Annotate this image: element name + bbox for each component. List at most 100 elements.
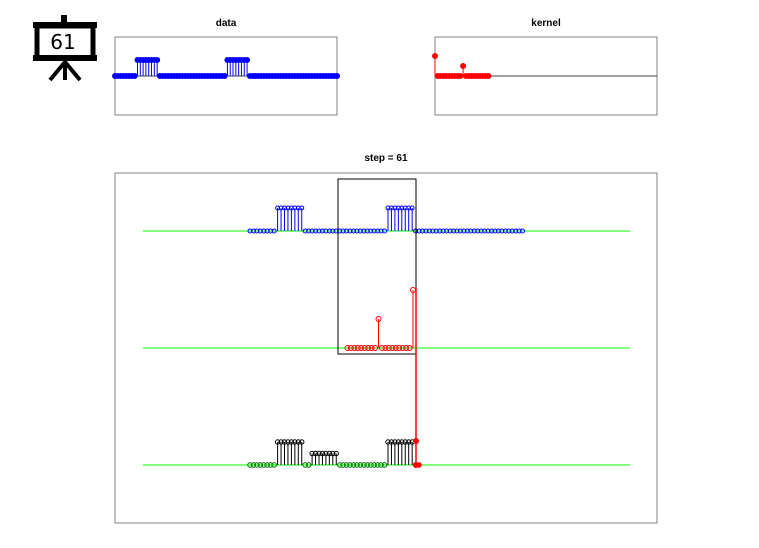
signal-point-marker bbox=[495, 228, 501, 234]
signal-point-marker bbox=[440, 228, 446, 234]
signal-point-marker bbox=[299, 205, 305, 211]
output-point-marker bbox=[278, 439, 284, 445]
signal-point-marker bbox=[313, 228, 319, 234]
signal-point-marker bbox=[475, 228, 481, 234]
signal-point-marker bbox=[264, 228, 270, 234]
signal-point-marker bbox=[385, 205, 391, 211]
signal-point-marker bbox=[482, 228, 488, 234]
output-point-marker bbox=[292, 439, 298, 445]
signal-point-marker bbox=[282, 205, 287, 211]
output-point-marker bbox=[309, 450, 315, 457]
signal-point-marker bbox=[319, 228, 325, 234]
flipped-kernel-point-marker bbox=[372, 345, 379, 351]
main-stems bbox=[247, 205, 526, 468]
data-point-marker bbox=[154, 57, 161, 63]
output-point-marker bbox=[330, 450, 336, 457]
signal-point-marker bbox=[485, 228, 491, 234]
kernel-point-marker bbox=[457, 73, 464, 79]
flipped-kernel-point-marker bbox=[389, 345, 396, 351]
output-zero-point bbox=[368, 462, 374, 468]
output-point-marker bbox=[299, 439, 305, 445]
output-point-marker bbox=[388, 439, 395, 445]
signal-point-marker bbox=[457, 228, 463, 234]
signal-point-marker bbox=[513, 228, 519, 234]
output-zero-point bbox=[344, 462, 349, 468]
signal-point-marker bbox=[516, 228, 522, 234]
current-step-indicator bbox=[413, 288, 419, 468]
signal-point-marker bbox=[268, 228, 274, 234]
flipped-kernel-point-marker bbox=[385, 345, 392, 351]
output-zero-point bbox=[247, 462, 253, 468]
output-point-marker bbox=[281, 439, 288, 445]
signal-point-marker bbox=[520, 228, 526, 234]
presentation-board-icon: 61 bbox=[33, 15, 97, 82]
data-title: data bbox=[216, 18, 237, 29]
signal-point-marker bbox=[354, 228, 360, 234]
signal-point-marker bbox=[402, 205, 408, 211]
output-point-marker bbox=[316, 450, 322, 457]
output-point-marker bbox=[285, 439, 291, 445]
signal-point-marker bbox=[409, 205, 415, 211]
signal-point-marker bbox=[361, 228, 367, 234]
data-point-marker bbox=[221, 73, 228, 79]
signal-point-marker bbox=[340, 228, 346, 234]
flipped-kernel-point-marker bbox=[406, 345, 413, 351]
output-zero-point bbox=[371, 462, 377, 468]
signal-point-marker bbox=[347, 228, 353, 234]
signal-point-marker bbox=[447, 228, 453, 234]
kernel-point-marker bbox=[460, 63, 467, 69]
indicator-bottom-marker bbox=[413, 462, 419, 468]
signal-point-marker bbox=[506, 228, 512, 234]
data-stems bbox=[112, 57, 340, 79]
output-point-marker bbox=[323, 450, 329, 457]
output-zero-point bbox=[268, 462, 274, 468]
signal-point-marker bbox=[278, 205, 284, 211]
flipped-kernel-point-marker bbox=[396, 345, 403, 351]
output-zero-point bbox=[358, 462, 363, 468]
flipped-kernel-point-marker bbox=[392, 345, 399, 351]
output-point-marker bbox=[402, 439, 408, 445]
signal-point-marker bbox=[471, 228, 477, 234]
output-point-marker bbox=[399, 439, 405, 445]
signal-point-marker bbox=[247, 228, 253, 234]
signal-point-marker bbox=[316, 228, 322, 234]
flipped-kernel-point-marker bbox=[368, 345, 375, 351]
signal-point-marker bbox=[295, 205, 301, 211]
signal-point-marker bbox=[254, 228, 260, 234]
output-point-marker bbox=[274, 439, 281, 445]
output-point-marker bbox=[326, 450, 333, 457]
step-badge-number: 61 bbox=[50, 30, 75, 54]
signal-point-marker bbox=[326, 228, 332, 234]
output-zero-point bbox=[375, 462, 380, 468]
output-point-marker bbox=[406, 439, 412, 445]
flipped-kernel-point-marker bbox=[378, 345, 385, 351]
signal-point-marker bbox=[257, 228, 263, 234]
kernel-point-marker bbox=[485, 73, 492, 79]
signal-point-marker bbox=[423, 228, 429, 234]
signal-point-marker bbox=[388, 205, 394, 211]
signal-point-marker bbox=[364, 228, 370, 234]
output-zero-point bbox=[337, 462, 343, 468]
signal-point-marker bbox=[426, 228, 432, 234]
signal-point-marker bbox=[430, 228, 436, 234]
signal-point-marker bbox=[478, 228, 484, 234]
flipped-kernel-point-marker bbox=[358, 345, 365, 351]
flipped-kernel-point-marker bbox=[365, 345, 372, 351]
flipped-kernel-point-marker bbox=[354, 345, 361, 351]
kernel-point-marker bbox=[432, 53, 438, 59]
signal-point-marker bbox=[382, 228, 388, 234]
step-title: step = 61 bbox=[364, 153, 408, 164]
signal-point-marker bbox=[323, 228, 329, 234]
output-zero-point bbox=[271, 462, 277, 468]
signal-point-marker bbox=[271, 228, 277, 234]
signal-point-marker bbox=[399, 205, 405, 211]
flipped-kernel-point-marker bbox=[347, 345, 354, 351]
signal-point-marker bbox=[461, 228, 467, 234]
signal-point-marker bbox=[344, 228, 350, 234]
signal-point-marker bbox=[292, 205, 298, 211]
signal-point-marker bbox=[489, 228, 494, 234]
output-zero-point bbox=[361, 462, 367, 468]
signal-point-marker bbox=[306, 228, 312, 234]
signal-point-marker bbox=[406, 205, 412, 211]
